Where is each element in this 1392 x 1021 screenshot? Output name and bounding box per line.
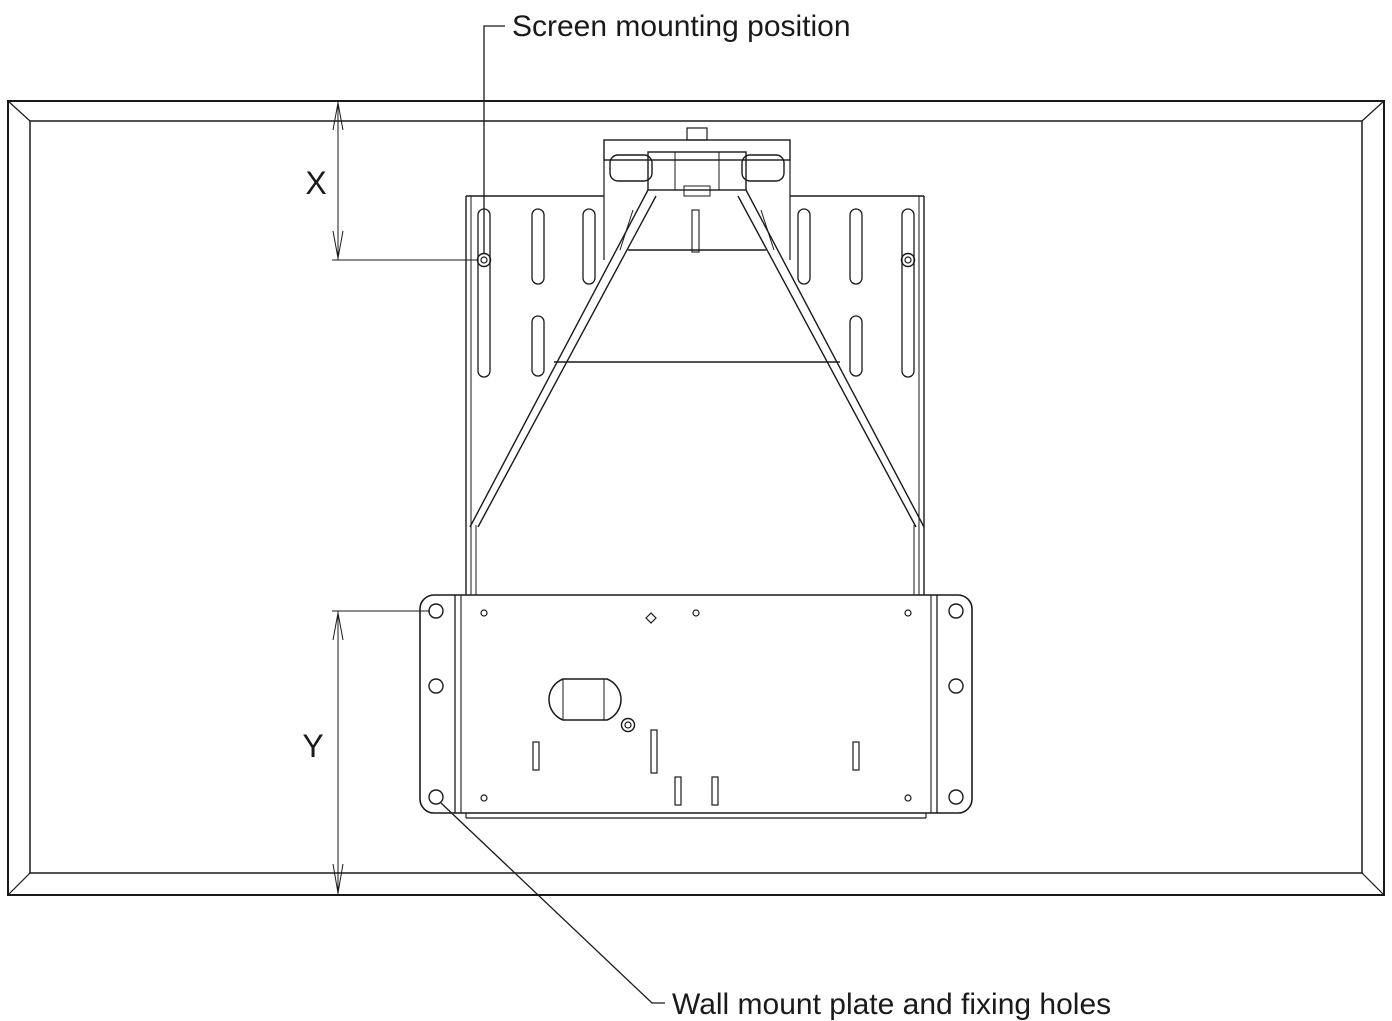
wall-mount-plate — [419, 594, 973, 819]
mounting-slots — [477, 208, 915, 378]
screen-mount-screws — [476, 252, 916, 268]
dimension-y: Y — [302, 610, 430, 895]
wall-plate-label: Wall mount plate and fixing holes — [672, 988, 1111, 1021]
dimension-x-label: X — [305, 165, 326, 201]
support-arms — [469, 189, 925, 528]
screen-frame — [7, 100, 1385, 896]
callout-screen-mount: Screen mounting position — [483, 10, 851, 254]
dimension-x: X — [305, 101, 478, 261]
back-plate — [465, 195, 925, 595]
screen-mount-label: Screen mounting position — [512, 10, 851, 43]
tilt-head — [603, 127, 791, 260]
dimension-y-label: Y — [302, 728, 323, 764]
callout-wall-plate: Wall mount plate and fixing holes — [440, 802, 1111, 1021]
